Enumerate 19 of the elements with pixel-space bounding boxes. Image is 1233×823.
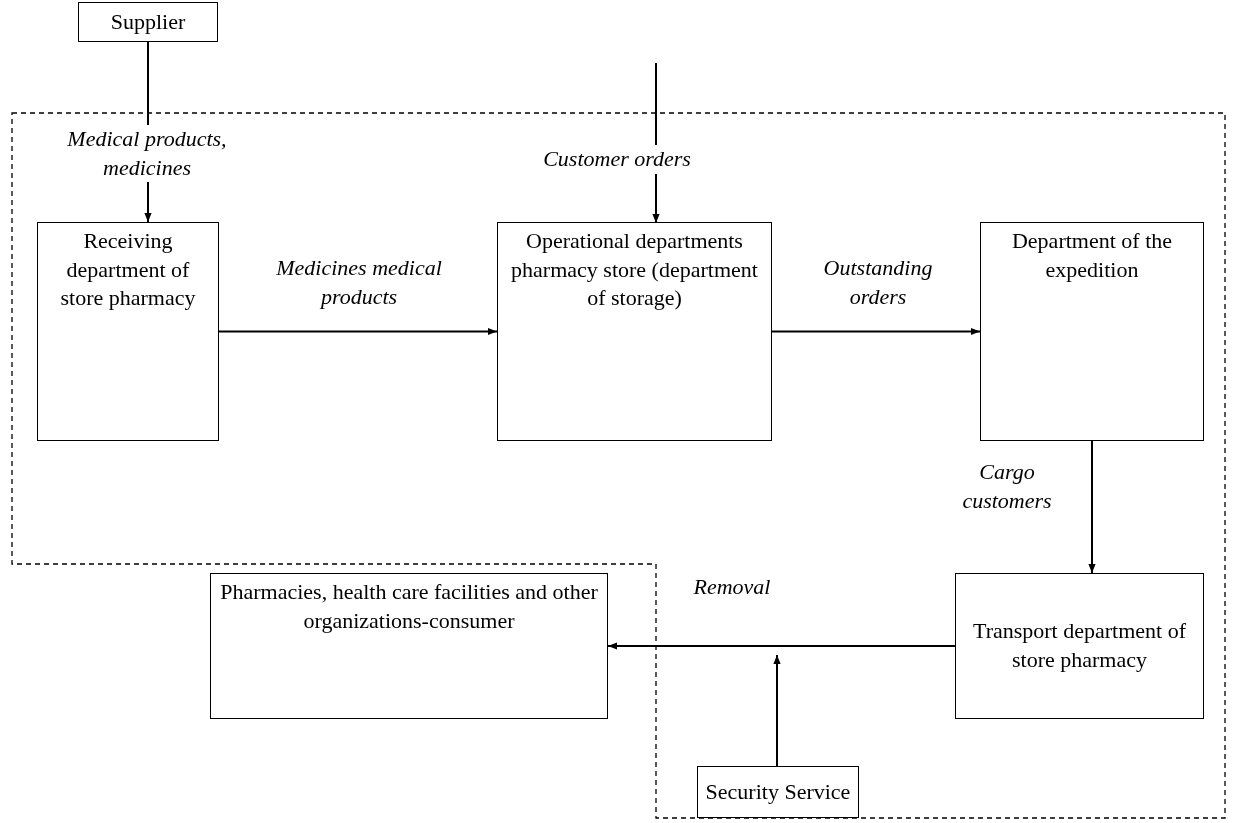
arrow — [218, 327, 498, 336]
arrow — [771, 327, 981, 336]
box-label: Supplier — [110, 7, 186, 36]
process-box — [497, 222, 772, 441]
arrow — [773, 654, 781, 768]
process-box — [37, 222, 219, 441]
box-label: Operational departments pharmacy store (department of storage) — [510, 227, 759, 313]
process-box — [955, 573, 1204, 719]
box-label: Security Service — [705, 777, 851, 806]
process-box — [697, 766, 859, 818]
box-label: Pharmacies, health care facilities and other organizations-consumer — [219, 578, 599, 635]
box-label: Receiving department of store pharmacy — [59, 227, 197, 313]
process-box — [980, 222, 1204, 441]
box-label: Department of the expedition — [1010, 227, 1174, 284]
arrow — [607, 642, 956, 650]
arrow — [1088, 440, 1096, 574]
box-label: Transport department of store pharmacy — [971, 617, 1187, 674]
process-box — [210, 573, 608, 719]
process-box — [78, 2, 218, 42]
